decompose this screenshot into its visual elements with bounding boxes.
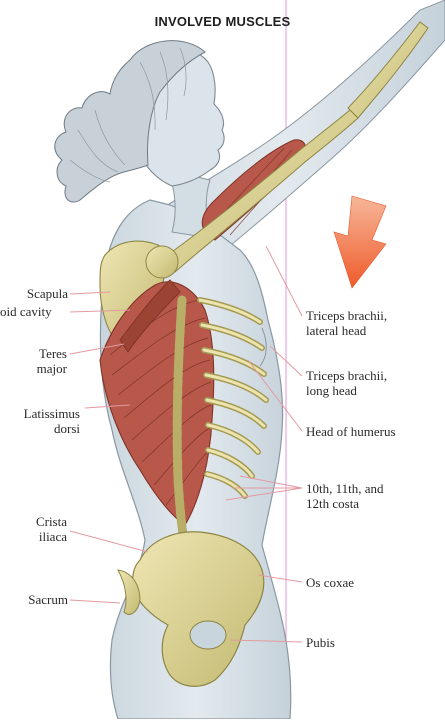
label-triceps-long-head: Triceps brachii, long head (306, 368, 387, 398)
label-head-of-humerus: Head of humerus (306, 424, 396, 439)
label-pubis: Pubis (306, 635, 335, 650)
label-scapula: Scapula (27, 286, 68, 301)
humerus-head-bone (146, 246, 178, 278)
direction-arrow (334, 196, 386, 288)
label-latissimus-dorsi: Latissimus dorsi (24, 406, 80, 436)
label-costa: 10th, 11th, and 12th costa (306, 481, 384, 511)
label-triceps-lateral-head: Triceps brachii, lateral head (306, 308, 387, 338)
label-sacrum: Sacrum (28, 592, 68, 607)
label-teres-major: Teres major (37, 346, 67, 376)
figure-title: INVOLVED MUSCLES (0, 14, 445, 29)
label-crista-iliaca: Crista iliaca (36, 514, 67, 544)
label-os-coxae: Os coxae (306, 575, 354, 590)
label-glenoid-cavity: oid cavity (0, 304, 52, 319)
pelvis-foramen (190, 621, 226, 649)
